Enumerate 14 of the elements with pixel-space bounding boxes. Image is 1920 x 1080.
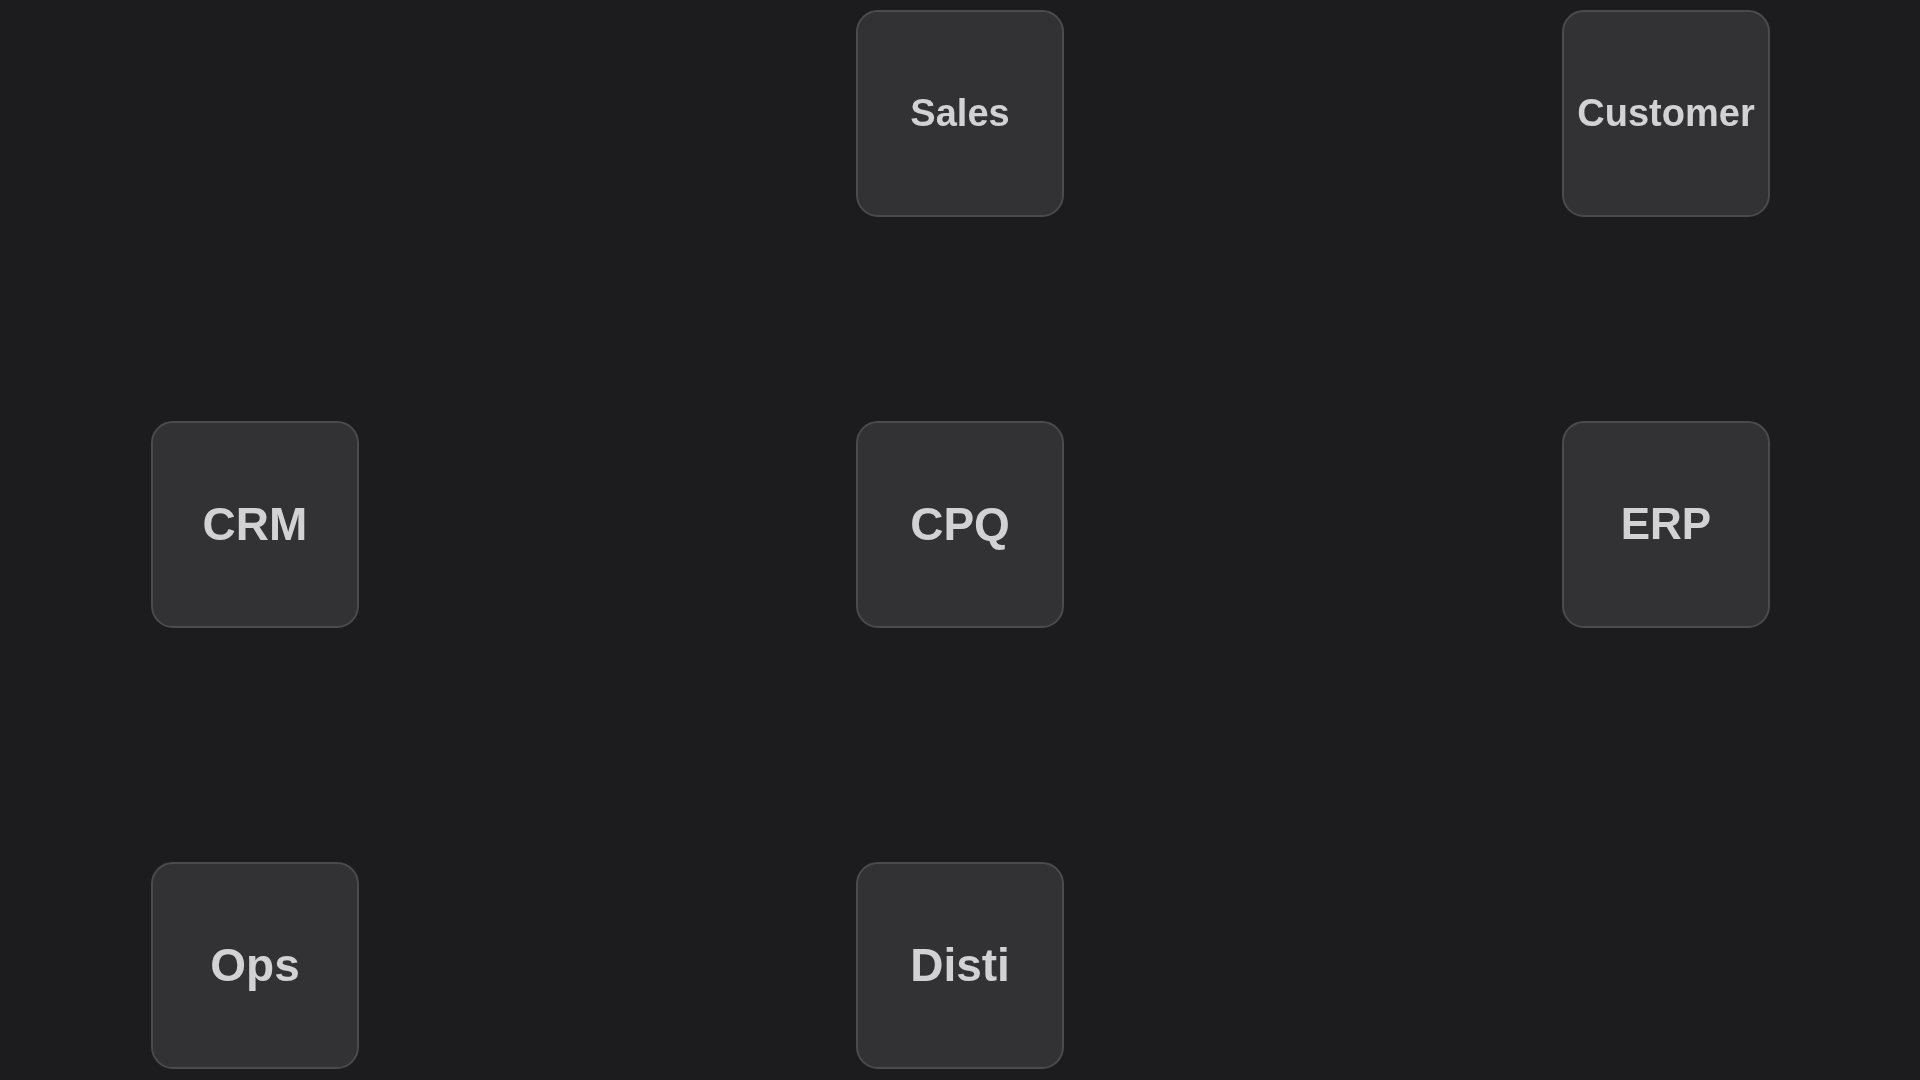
process-box (856, 862, 1064, 1069)
process-box (151, 421, 359, 628)
process-box (856, 10, 1064, 217)
node-label: Sales (910, 92, 1010, 135)
process-box (1562, 10, 1770, 217)
process-box (856, 421, 1064, 628)
node-label: CPQ (910, 499, 1010, 550)
node-label: Disti (910, 940, 1010, 991)
process-box (1562, 421, 1770, 628)
node-label: Ops (210, 940, 300, 991)
process-box (151, 862, 359, 1069)
node-label: CRM (202, 499, 308, 550)
node-label: ERP (1620, 500, 1712, 549)
node-label: Customer (1577, 92, 1755, 135)
